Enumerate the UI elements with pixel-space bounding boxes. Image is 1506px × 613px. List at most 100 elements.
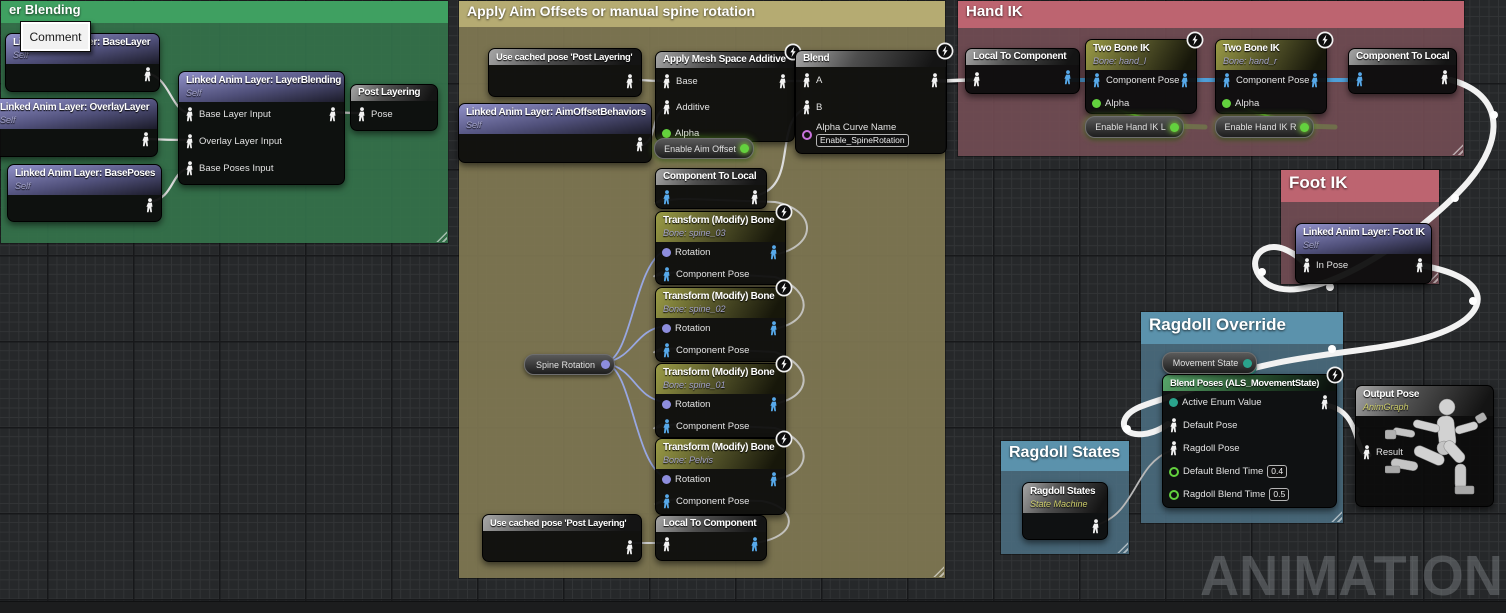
input-pin[interactable]: Alpha [1092,92,1129,115]
node-component-to-local-top[interactable]: Component To Local [655,168,767,209]
rotation-pin-icon[interactable] [601,360,610,369]
output-pin[interactable] [1310,69,1320,92]
output-pin[interactable] [778,68,788,94]
input-pin[interactable]: Component Pose [662,490,749,512]
pill-enable-hand-ik-l[interactable]: Enable Hand IK L [1085,116,1184,138]
output-pin[interactable] [750,185,760,209]
input-pin[interactable]: A [802,67,822,94]
input-pin[interactable]: Component Pose [662,263,749,285]
output-pin[interactable] [635,133,645,156]
output-pin[interactable] [769,241,779,263]
output-pin[interactable] [1063,65,1073,89]
input-pin[interactable]: Rotation [662,241,710,263]
comment-title[interactable]: Hand IK [958,1,1464,28]
pin-value-box[interactable]: 0.5 [1269,488,1290,501]
node-use-cached-pose-bottom[interactable]: Use cached pose 'Post Layering' [482,514,642,562]
pill-spine-rotation[interactable]: Spine Rotation [524,354,615,375]
pill-movement-state[interactable]: Movement State [1162,352,1257,374]
comment-title[interactable]: er Blending [1,1,448,23]
input-pin[interactable]: Default Pose [1169,414,1237,437]
input-pin[interactable]: Component Pose [662,339,749,361]
input-pin[interactable] [662,185,676,209]
output-pin[interactable] [145,194,155,217]
output-pin[interactable] [625,531,635,563]
input-pin[interactable]: Base Layer Input [185,101,271,128]
pill-enable-hand-ik-r[interactable]: Enable Hand IK R [1215,116,1314,138]
input-pin[interactable]: Pose [357,101,393,127]
input-pin[interactable]: Component Pose [662,415,749,437]
output-pin[interactable] [1415,253,1425,277]
output-pin[interactable] [141,128,151,151]
output-pin[interactable] [1180,69,1190,92]
input-pin[interactable]: Component Pose [1222,69,1309,92]
alpha-pin-icon[interactable] [1170,122,1179,132]
node-local-to-component-hand[interactable]: Local To Component [965,48,1080,94]
enum-pin-icon[interactable] [1243,358,1252,368]
input-pin[interactable]: Overlay Layer Input [185,128,282,155]
input-pin[interactable]: Active Enum Value [1169,391,1262,414]
node-local-to-component-bottom[interactable]: Local To Component [655,515,767,561]
comment-resize-handle[interactable] [436,231,447,242]
output-pin[interactable] [1320,391,1330,414]
pin-value-box[interactable]: 0.4 [1267,465,1288,478]
output-pin[interactable] [1440,65,1450,89]
input-pin[interactable] [972,67,986,91]
pin-value-box[interactable]: Enable_SpineRotation [816,134,909,147]
comment-resize-handle[interactable] [1331,511,1342,522]
comment-title[interactable]: Apply Aim Offsets or manual spine rotati… [459,1,945,27]
input-pin[interactable] [1355,67,1369,91]
output-pin[interactable] [625,65,635,97]
node-blend-poses-movementstate[interactable]: Blend Poses (ALS_MovementState)Active En… [1162,366,1344,508]
input-pin[interactable]: Alpha [1222,92,1259,115]
input-pin[interactable]: Base [662,68,698,94]
output-pin[interactable] [930,67,940,94]
output-pin[interactable] [143,63,153,86]
alpha-pin-icon[interactable] [1300,122,1309,132]
output-pin[interactable] [769,468,779,490]
node-use-cached-pose-top[interactable]: Use cached pose 'Post Layering' [488,48,642,97]
input-pin[interactable]: Rotation [662,317,710,339]
output-pin[interactable] [750,532,760,556]
input-pin[interactable]: In Pose [1302,253,1348,277]
input-pin[interactable]: Rotation [662,468,710,490]
output-pin[interactable] [769,317,779,339]
input-pin[interactable]: B [802,94,822,121]
output-pin[interactable] [769,393,779,415]
alpha-pin-icon[interactable] [740,144,749,153]
input-pin[interactable]: Ragdoll Pose [1169,437,1240,460]
input-pin[interactable] [662,532,676,556]
comment-title[interactable]: Ragdoll Override [1141,312,1343,344]
node-component-to-local-hand[interactable]: Component To Local [1348,48,1457,94]
output-pin[interactable] [1091,517,1101,535]
input-pin[interactable]: Base Poses Input [185,155,273,182]
input-pin[interactable]: Component Pose [1092,69,1179,92]
comment-title[interactable]: Ragdoll States [1001,441,1129,471]
comment-resize-handle[interactable] [1117,542,1128,553]
output-pin[interactable] [328,101,338,128]
pill-enable-aim-offset[interactable]: Enable Aim Offset [654,138,754,159]
comment-resize-handle[interactable] [933,566,944,577]
input-pin[interactable]: Additive [662,94,710,120]
comment-title[interactable]: Foot IK [1281,170,1439,202]
input-pin[interactable]: Rotation [662,393,710,415]
